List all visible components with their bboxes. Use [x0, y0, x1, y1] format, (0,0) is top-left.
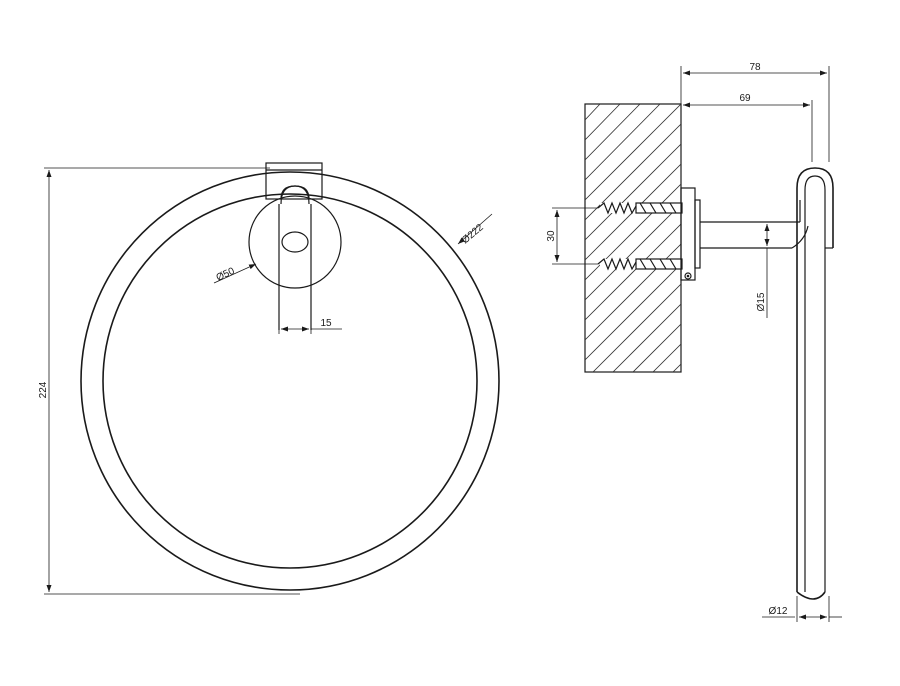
- dimension-bar-diameter: Ø12: [762, 596, 842, 622]
- front-view: 224 Ø222 Ø50 15: [38, 162, 500, 595]
- dimension-ring-diameter: Ø222: [457, 213, 493, 246]
- towel-ring-outer: [80, 171, 500, 591]
- dim-base-diameter-label: Ø50: [215, 266, 237, 284]
- dim-screw-spacing-label: 30: [546, 230, 557, 242]
- side-view: 78 69 30 Ø15 Ø12: [546, 62, 842, 622]
- dimension-depth-to-bar: 69: [683, 93, 813, 162]
- towel-ring-inner: [102, 193, 478, 569]
- dimension-post-width: 15: [278, 300, 342, 334]
- support-post: [278, 185, 312, 330]
- dim-ring-diameter-label: Ø222: [460, 222, 486, 246]
- dim-arm-diameter-label: Ø15: [756, 292, 767, 311]
- wall-section: [584, 103, 682, 373]
- dimension-base-diameter: Ø50: [213, 263, 257, 284]
- dim-depth-to-bar-label: 69: [739, 93, 751, 104]
- dimension-height: 224: [38, 167, 300, 595]
- dim-post-width-label: 15: [320, 318, 332, 329]
- ring-profile: [796, 167, 834, 600]
- ring-clamp: [265, 162, 323, 200]
- wall-base: [248, 195, 342, 289]
- screw-top: [597, 201, 683, 215]
- dimension-arm-diameter: Ø15: [756, 224, 770, 318]
- screw-bottom: [597, 257, 683, 271]
- dim-height-label: 224: [38, 381, 49, 398]
- dim-bar-diameter-label: Ø12: [769, 606, 788, 617]
- mounting-base: [680, 187, 701, 281]
- support-arm: [700, 200, 809, 249]
- dimension-total-depth: 78: [680, 62, 830, 162]
- dimension-screw-spacing: 30: [546, 207, 598, 265]
- dim-total-depth-label: 78: [749, 62, 761, 73]
